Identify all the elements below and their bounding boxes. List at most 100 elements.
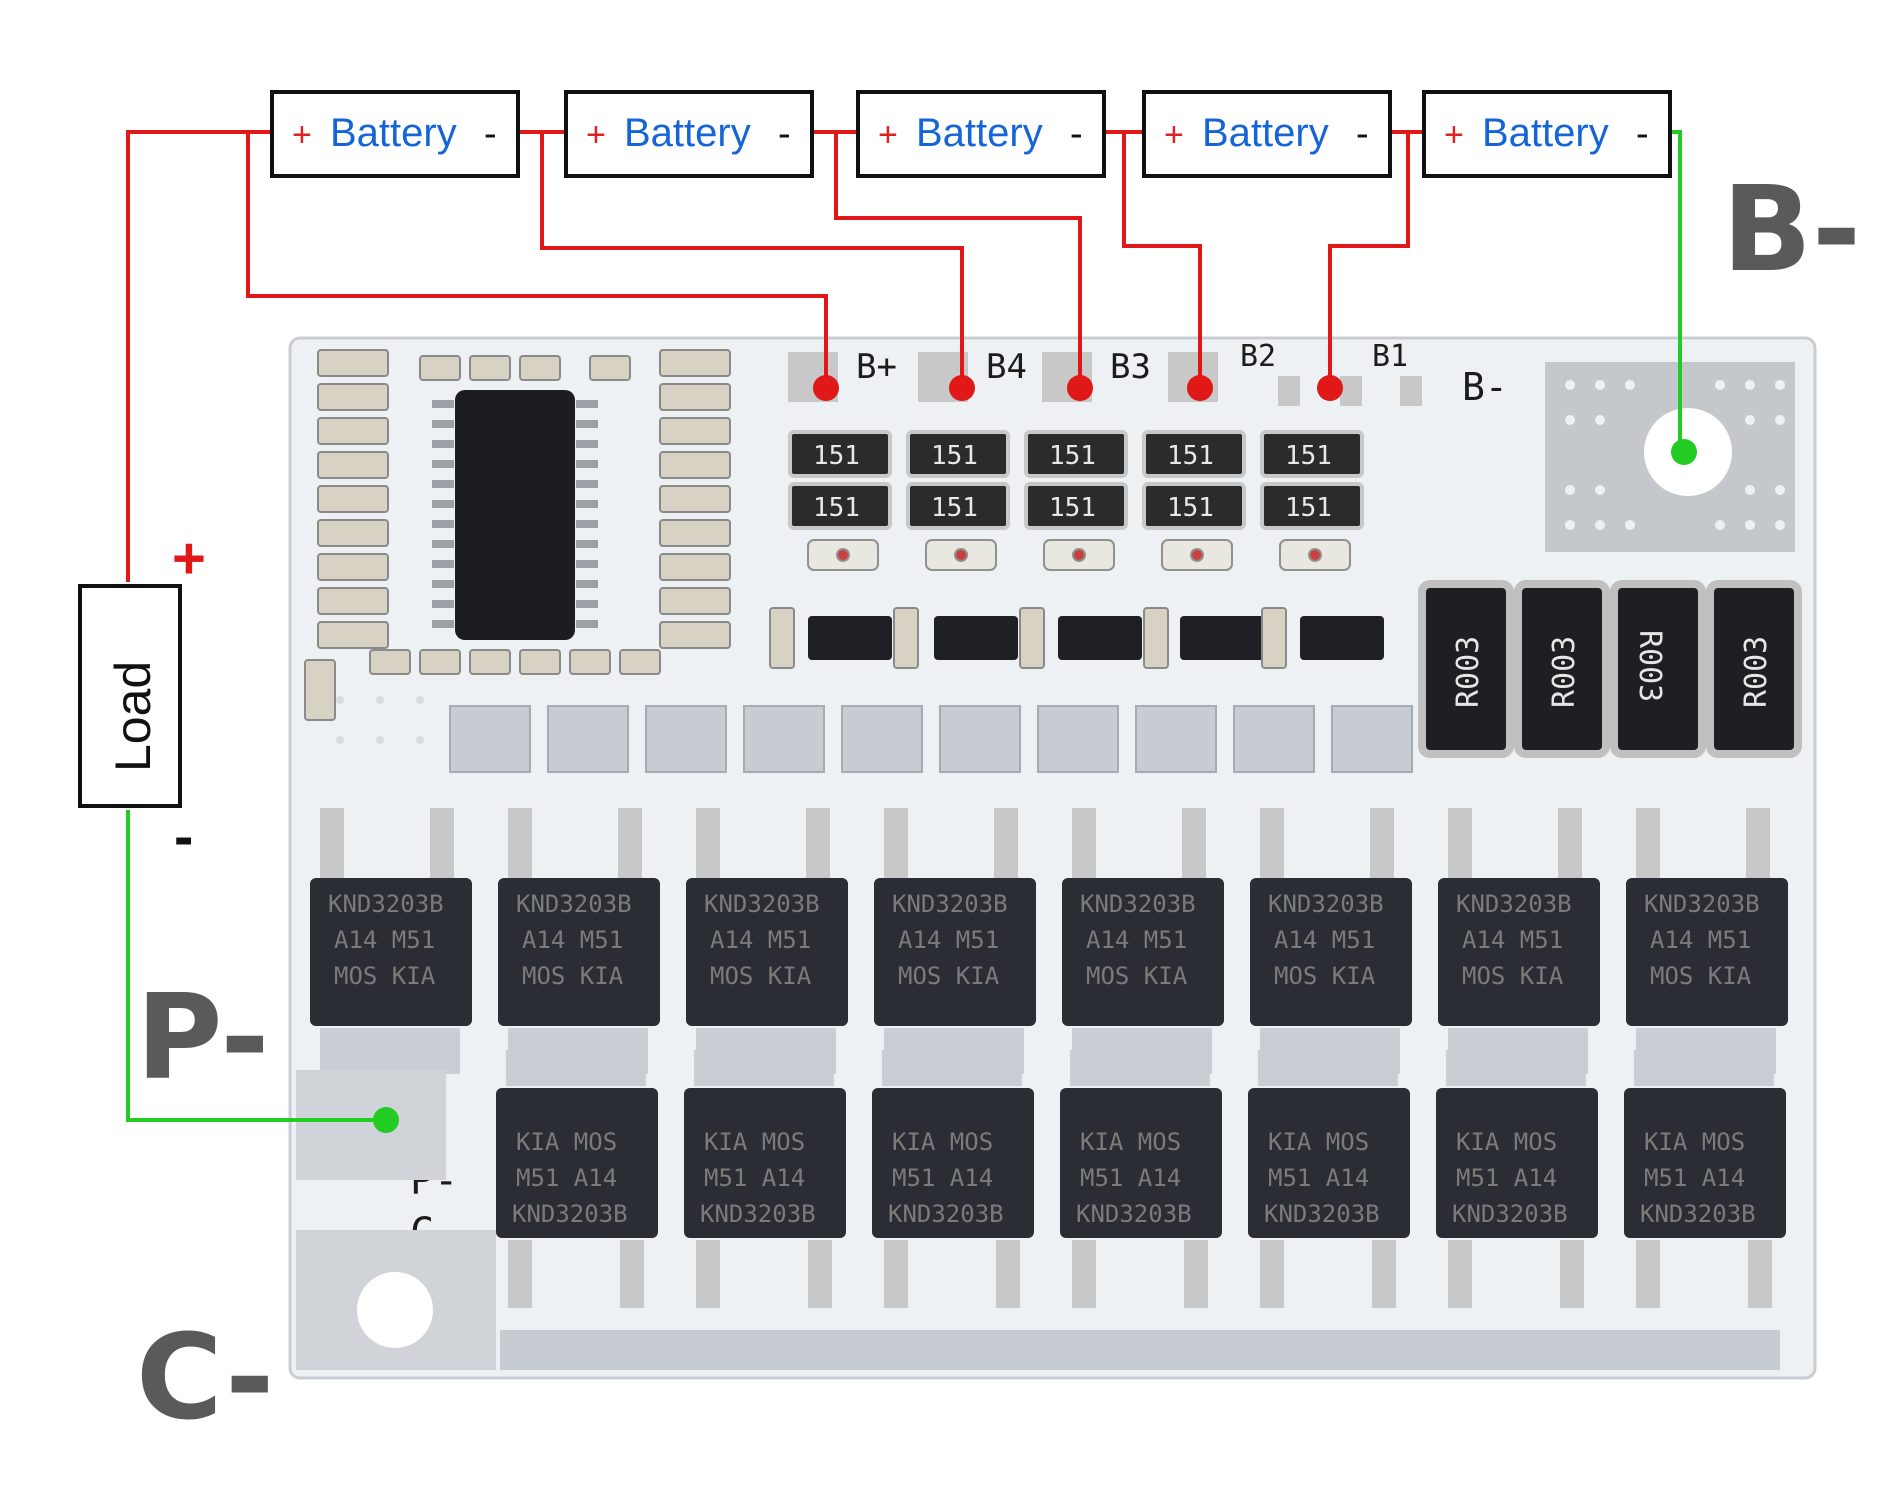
mosfet-leg (1182, 808, 1206, 878)
mosfet-mark-brand: KIA MOS (1456, 1128, 1557, 1156)
mosfet-mark-brand: KIA MOS (892, 1128, 993, 1156)
mosfet-mark-date: M51 A14 (704, 1164, 805, 1192)
mosfet-body (686, 878, 848, 1026)
shunt-2: R003 (1514, 580, 1610, 758)
mosfet-leg (1560, 1240, 1584, 1308)
mosfet-tab (1446, 1050, 1586, 1086)
mosfet-tab (694, 1050, 834, 1086)
pin-label-b4: B4 (986, 347, 1027, 387)
mosfet-mark-date: A14 M51 (1650, 926, 1751, 954)
c-minus-pad (296, 1230, 496, 1370)
svg-text:R003: R003 (1547, 636, 1582, 708)
shunt-1: R003 (1418, 580, 1514, 758)
mosfet-mark-part: KND3203B (704, 890, 820, 918)
battery-3: + Battery - (856, 90, 1106, 178)
bottom-busbar (500, 1330, 1780, 1370)
shunt-resistors: R003 R003 R003 R003 (1418, 580, 1802, 758)
mosfet-mark-date: A14 M51 (898, 926, 999, 954)
battery-3-minus: - (1070, 113, 1083, 155)
mosfet-body (1436, 1088, 1598, 1238)
mosfet-mark-brand: MOS KIA (1462, 962, 1564, 990)
mosfet-body (496, 1088, 658, 1238)
mosfet-mark-brand: MOS KIA (1650, 962, 1752, 990)
mosfet-leg (1372, 1240, 1396, 1308)
mosfet-leg (1184, 1240, 1208, 1308)
mosfet-mark-part: KND3203B (1080, 890, 1196, 918)
mosfet-mark-brand: MOS KIA (522, 962, 624, 990)
mosfet-mark-date: M51 A14 (1080, 1164, 1181, 1192)
mosfet-mark-part: KND3203B (700, 1200, 816, 1228)
mosfet-mark-date: M51 A14 (1268, 1164, 1369, 1192)
svg-text:151: 151 (1285, 493, 1332, 523)
svg-text:151: 151 (1167, 493, 1214, 523)
positive-wires (126, 130, 1424, 582)
transistor-row (808, 616, 1384, 660)
mosfet-leg (508, 808, 532, 878)
mosfet-tab (1070, 1050, 1210, 1086)
load-box: Load + - (78, 526, 206, 869)
shunt-4: R003 (1706, 580, 1802, 758)
mosfet-mark-part: KND3203B (328, 890, 444, 918)
mosfet-mark-part: KND3203B (1076, 1200, 1192, 1228)
mosfet-leg (1072, 1240, 1096, 1308)
battery-4-minus: - (1356, 113, 1369, 155)
battery-5-plus: + (1444, 116, 1464, 154)
mosfet-body (684, 1088, 846, 1238)
mosfet-body (874, 878, 1036, 1026)
led-row (807, 539, 1351, 571)
battery-1-label: Battery (330, 111, 457, 155)
mosfet-mark-brand: MOS KIA (898, 962, 1000, 990)
load-minus-sign: - (174, 804, 193, 869)
mosfet-leg (1448, 808, 1472, 878)
svg-text:151: 151 (1049, 441, 1096, 471)
mosfet-mark-part: KND3203B (892, 890, 1008, 918)
mosfet-mark-brand: MOS KIA (334, 962, 436, 990)
battery-5: + Battery - (1422, 90, 1672, 178)
mosfet-leg (696, 1240, 720, 1308)
mosfet-leg (1448, 1240, 1472, 1308)
mosfet-mark-date: A14 M51 (522, 926, 623, 954)
battery-5-minus: - (1636, 113, 1649, 155)
svg-text:151: 151 (813, 441, 860, 471)
mosfet-leg (884, 808, 908, 878)
mosfet-body (1062, 878, 1224, 1026)
battery-1-minus: - (484, 113, 497, 155)
mosfet-leg (508, 1240, 532, 1308)
mosfet-mark-brand: MOS KIA (1274, 962, 1376, 990)
mosfet-leg (996, 1240, 1020, 1308)
mosfet-leg (1636, 808, 1660, 878)
wire-nodes-negative (373, 439, 1697, 1133)
svg-text:151: 151 (1285, 441, 1332, 471)
wire-nodes-positive (813, 375, 1343, 401)
mosfet-mark-part: KND3203B (1640, 1200, 1756, 1228)
mosfet-tab (506, 1050, 646, 1086)
mosfet-mark-date: A14 M51 (334, 926, 435, 954)
pin-label-b-minus: B- (1462, 365, 1508, 409)
pin-label-b2: B2 (1240, 339, 1276, 374)
svg-text:151: 151 (813, 493, 860, 523)
transistor-resistors (769, 607, 1287, 669)
mosfet-leg (1072, 808, 1096, 878)
battery-1-plus: + (292, 116, 312, 154)
battery-string: + Battery - + Battery - + Battery - + Ba… (270, 90, 1672, 178)
mosfet-mark-date: M51 A14 (1456, 1164, 1557, 1192)
mosfet-mark-brand: KIA MOS (704, 1128, 805, 1156)
battery-2-plus: + (586, 116, 606, 154)
mosfet-leg (320, 808, 344, 878)
mosfet-mark-brand: KIA MOS (1268, 1128, 1369, 1156)
mosfet-leg (806, 808, 830, 878)
battery-4-plus: + (1164, 116, 1184, 154)
mosfet-body (498, 878, 660, 1026)
svg-text:151: 151 (1049, 493, 1096, 523)
battery-2: + Battery - (564, 90, 814, 178)
mosfet-mark-part: KND3203B (1644, 890, 1760, 918)
battery-2-minus: - (778, 113, 791, 155)
mosfet-body (1626, 878, 1788, 1026)
